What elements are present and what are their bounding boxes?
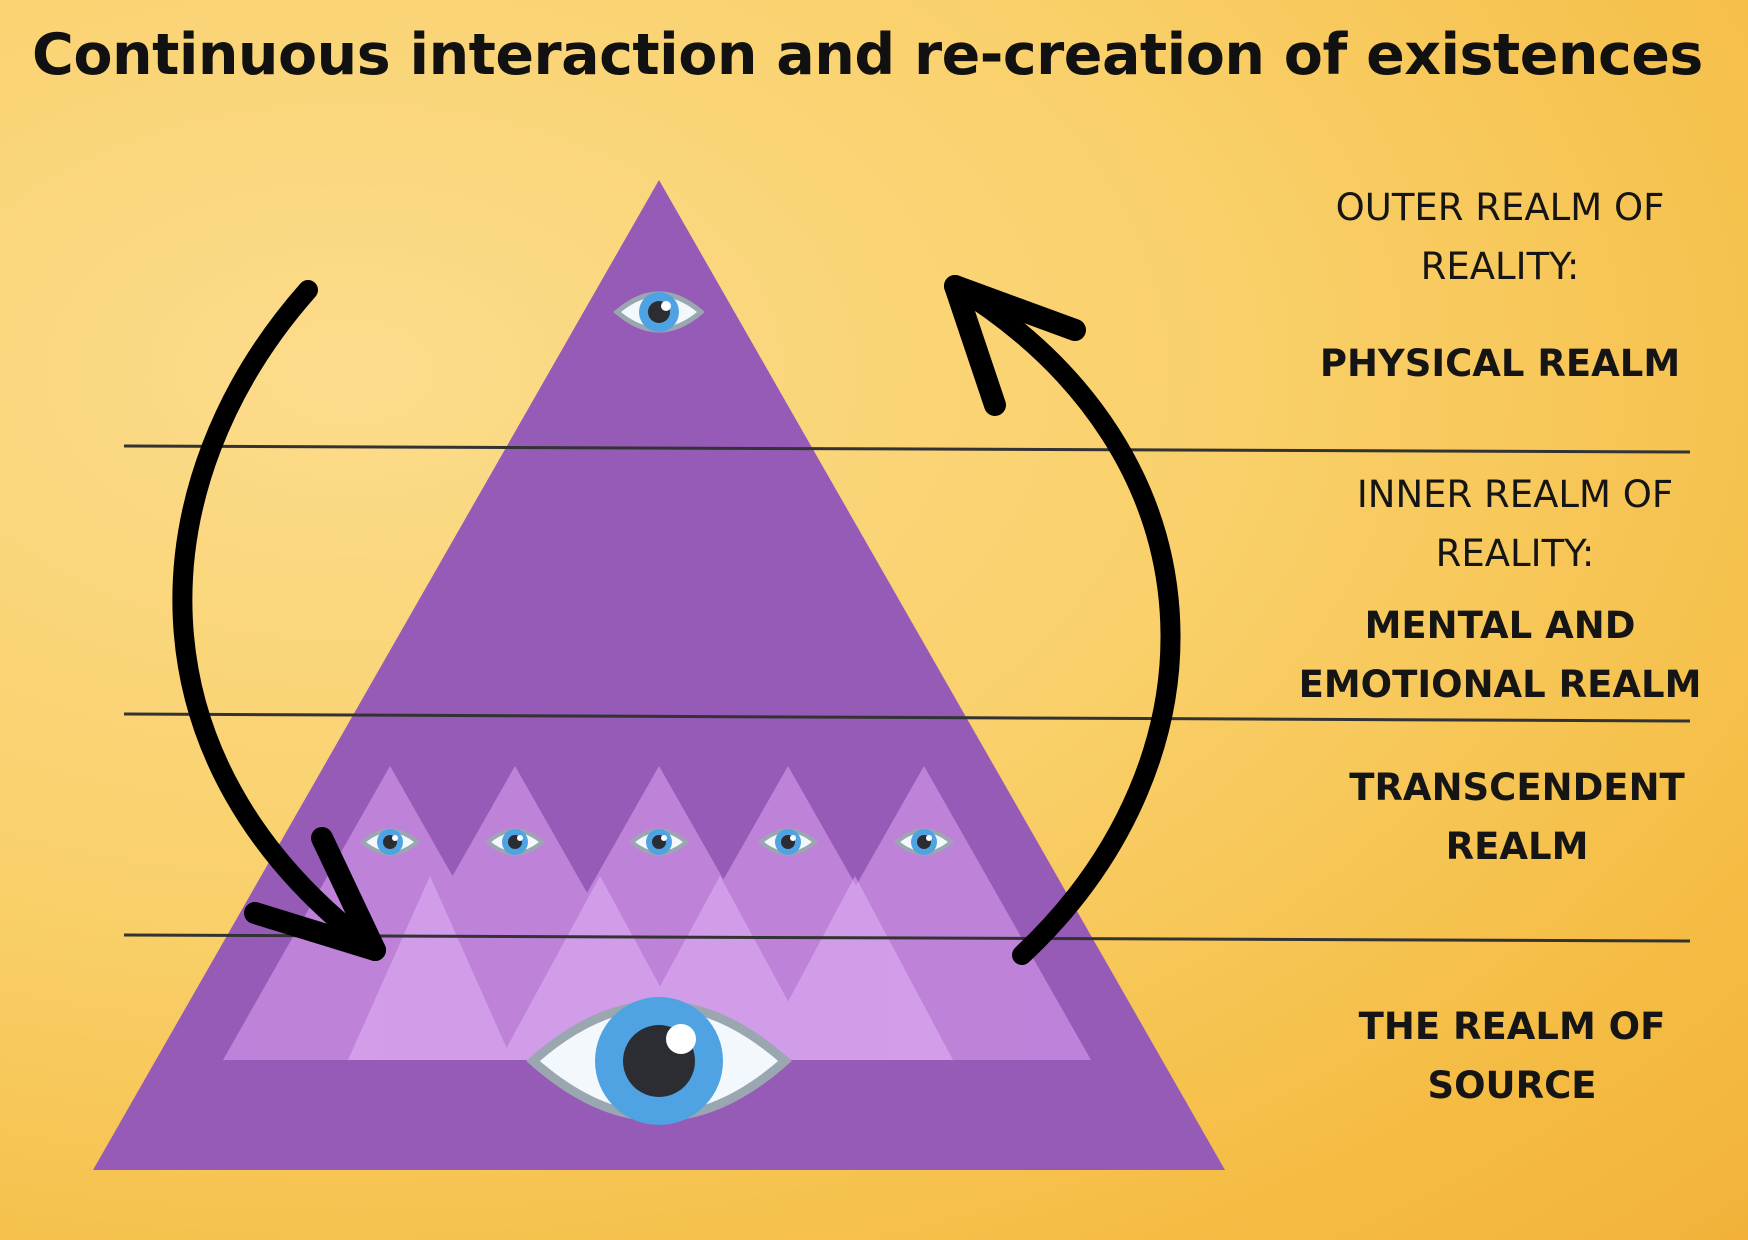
curved-arrow-up-icon [944,275,1181,965]
eye-icon [484,828,546,856]
outer-realm-heading: OUTER REALM OF REALITY: [1335,186,1665,288]
eye-icon [526,997,792,1125]
inner-triangle-base [348,876,512,1060]
eye-icon [359,828,421,856]
divider-line [123,712,1691,723]
physical-realm-label: PHYSICAL REALM [1319,342,1681,385]
transcendent-realm-label: TRANSCENDENT REALM [1349,766,1685,868]
eye-icon [757,828,819,856]
eye-icon [628,828,690,856]
curved-arrow-down-icon [172,280,386,961]
eye-icon [613,291,705,333]
divider-line [123,444,1691,454]
page-title: Continuous interaction and re-creation o… [32,22,1703,88]
eye-icon [893,828,955,856]
mental-emotional-realm-label: MENTAL AND EMOTIONAL REALM [1298,604,1702,706]
inner-realm-heading: INNER REALM OF REALITY: [1356,473,1674,575]
realm-of-source-label: THE REALM OF SOURCE [1358,1005,1666,1107]
inner-triangle-base [757,876,953,1060]
divider-line [123,933,1691,943]
